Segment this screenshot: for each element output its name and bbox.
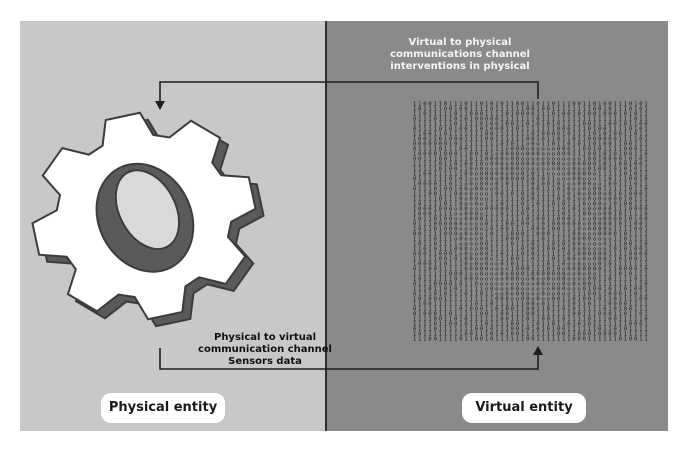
binary-row: 1110011100o0ooo100101010111111010o000o01…: [413, 192, 648, 198]
binary-row: 110011111100o00000o0o01011oooo00000o1111…: [413, 172, 648, 178]
binary-matrix-icon: 1100110111011010101100110110111001101001…: [413, 102, 648, 341]
gear-icon: [31, 111, 265, 328]
physical-entity-label: Physical entity: [101, 393, 225, 423]
binary-row: 1111111101111010010011010101011110011100…: [413, 122, 648, 128]
binary-row: 111110100110o0ooo0000ooooooo0oo0oo010010…: [413, 167, 648, 173]
panel-divider: [325, 21, 327, 431]
arrow-physical-to-virtual: [159, 346, 543, 370]
binary-row: 11110111o0ooo0111100011110111110000oooo1…: [413, 237, 648, 243]
binary-row: 0100011011111001100111001111111001110001…: [413, 312, 648, 318]
binary-row: 0111111110100011010011001101101011111010…: [413, 307, 648, 313]
binary-row: 1000011011o0o00o01011110100101oo000oo100…: [413, 182, 648, 188]
binary-row: 110011111111011011111100o011111011011100…: [413, 302, 648, 308]
binary-row: 001111000o0o0o1011100011000111100ooo0000…: [413, 232, 648, 238]
virtual-entity-label: Virtual entity: [462, 393, 586, 423]
binary-row: 101101000ooo0o1010011110001001110o0000o1…: [413, 227, 648, 233]
binary-row: 1011110010011110111111001001111111100101…: [413, 107, 648, 113]
virtual-panel: [326, 21, 668, 431]
binary-row: 10110100oo00001111111101001100011oo0o000…: [413, 217, 648, 223]
binary-row: 1101111101100011110100001110100101001000…: [413, 112, 648, 118]
binary-row: 0111000000oooo0111001001101000000o000001…: [413, 222, 648, 228]
binary-row: 01110100100o00oo011111100111010oo0o00111…: [413, 187, 648, 193]
binary-row: 10001101110o0o0oo0101111110110oo0ooo0101…: [413, 262, 648, 268]
binary-row: 11111011010010o000o00000o0000oo000001011…: [413, 162, 648, 168]
caption-line: Sensors data: [228, 356, 302, 367]
binary-row: 10001111oo000o111011101111111011100oo001…: [413, 212, 648, 218]
binary-row: 000110001o0oo001101110101111110100000011…: [413, 252, 648, 258]
binary-row: 1000010001100101o0000o000ooo000111001010…: [413, 152, 648, 158]
binary-row: 101101111oooo00111101110111010100oooo011…: [413, 242, 648, 248]
binary-row: 011001111100000oooo1000111010o0000000111…: [413, 267, 648, 273]
binary-row: 1111011001011101111001110110110101011111…: [413, 322, 648, 328]
arrow-virtual-to-physical: [155, 81, 539, 110]
caption-physical-to-virtual: Physical to virtual communication channe…: [170, 332, 360, 368]
binary-row: 01111110101oo000o00000101011ooo00ooo1101…: [413, 177, 648, 183]
binary-row: 0111101010011010001101111111000111010011…: [413, 127, 648, 133]
binary-row: 011110111001111111o000o0oooo000110010111…: [413, 147, 648, 153]
binary-row: 0000000101111111101011o0o110110101101001…: [413, 142, 648, 148]
binary-row: 1011110110oo0o11101110110110101110o00o10…: [413, 202, 648, 208]
binary-row: 1100110111111100111111101000010111101010…: [413, 132, 648, 138]
binary-row: 11111110001oo0ooo0o00010000000oo0o0o1111…: [413, 272, 648, 278]
binary-row: 1010001111111111000oo00o0oo0011010010110…: [413, 297, 648, 303]
caption-line: interventions in physical: [390, 61, 530, 72]
binary-row: 1011111101000ooooo000oo0oo0o00oooo001101…: [413, 277, 648, 283]
binary-row: 10001000o00ooo0000011101111110101o0o0001…: [413, 207, 648, 213]
caption-line: communication channel: [198, 344, 332, 355]
binary-row: 1001101000111100111111001011011011000000…: [413, 137, 648, 143]
binary-row: 11010111000oo0011111101011001010o0oooo10…: [413, 247, 648, 253]
binary-row: 11101101011111o0ooo00oooooo000ooo0100101…: [413, 287, 648, 293]
caption-line: Virtual to physical: [408, 37, 512, 48]
binary-row: 0111011111110010111001010101001111110110…: [413, 327, 648, 333]
binary-row: 1100110111011010101100110110111001101001…: [413, 102, 648, 108]
binary-row: 0111011101010000011111110111111111111111…: [413, 117, 648, 123]
gear-hole-inner: [114, 169, 181, 250]
binary-row: 111110010100oo0o1110011011101100o0o00011…: [413, 257, 648, 263]
binary-row: 1111101110o00oo11111101011110101oo0o0o00…: [413, 197, 648, 203]
binary-row: 0111000010110oooooooo0oo00ooo0o0o0011111…: [413, 282, 648, 288]
binary-row: 1011111111001110101001111111001100010000…: [413, 332, 648, 338]
binary-row: 1111001101011111100111011001101111011100…: [413, 317, 648, 323]
binary-row: 0111010111011011oo0o00ooo0oo0oo111001100…: [413, 292, 648, 298]
binary-row: 1110011110110010111111001111111000111111…: [413, 337, 648, 341]
binary-row: 001110011110110000o00oooooooooooo1001000…: [413, 157, 648, 163]
caption-line: communications channel: [390, 49, 530, 60]
caption-virtual-to-physical: Virtual to physical communications chann…: [370, 37, 550, 73]
caption-line: Physical to virtual: [213, 332, 317, 343]
